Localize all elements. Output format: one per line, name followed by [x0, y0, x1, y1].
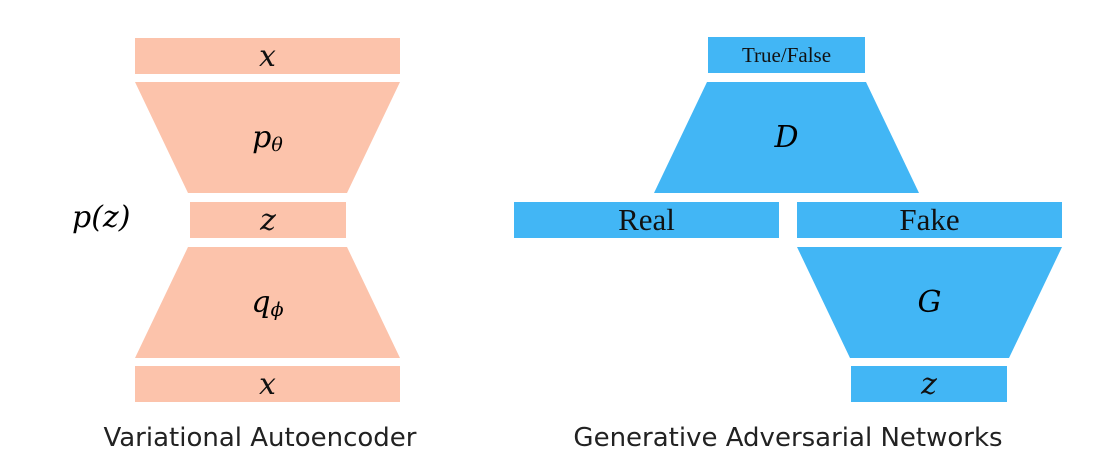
gan-noise-z-label: z [921, 366, 937, 402]
gan-discriminator-label: D [774, 120, 799, 155]
vae-decoder-trapezoid: pθ [135, 82, 400, 193]
gan-generator-trapezoid: G [797, 247, 1062, 358]
gan-fake-block: Fake [797, 202, 1062, 238]
vae-bottom-x-block: x [135, 366, 400, 402]
gan-real-block: Real [514, 202, 779, 238]
gan-fake-label: Fake [899, 202, 960, 237]
vae-encoder-shape [135, 247, 400, 358]
gan-true-false-block: True/False [708, 37, 865, 73]
vae-decoder-label: pθ [252, 120, 283, 156]
vae-decoder-shape [135, 82, 400, 193]
vae-top-x-block: x [135, 38, 400, 74]
gan-discriminator-shape [654, 82, 919, 193]
vae-encoder-trapezoid: qϕ [135, 247, 400, 358]
gan-real-label: Real [618, 202, 675, 237]
vae-encoder-label: qϕ [251, 285, 284, 321]
vae-caption: Variational Autoencoder [103, 423, 417, 453]
gan-generator-label: G [917, 285, 942, 320]
vae-latent-z-block: z [190, 202, 346, 238]
gan-noise-z-block: z [851, 366, 1007, 402]
vae-top-x-label: x [259, 38, 276, 74]
gan-true-false-label: True/False [741, 42, 832, 67]
vae-bottom-x-label: x [259, 366, 276, 402]
vae-prior-label: p(z) [72, 200, 131, 235]
gan-caption: Generative Adversarial Networks [573, 423, 1003, 453]
gan-generator-shape [797, 247, 1062, 358]
vae-latent-z-label: z [260, 202, 276, 238]
gan-discriminator-trapezoid: D [654, 82, 919, 193]
